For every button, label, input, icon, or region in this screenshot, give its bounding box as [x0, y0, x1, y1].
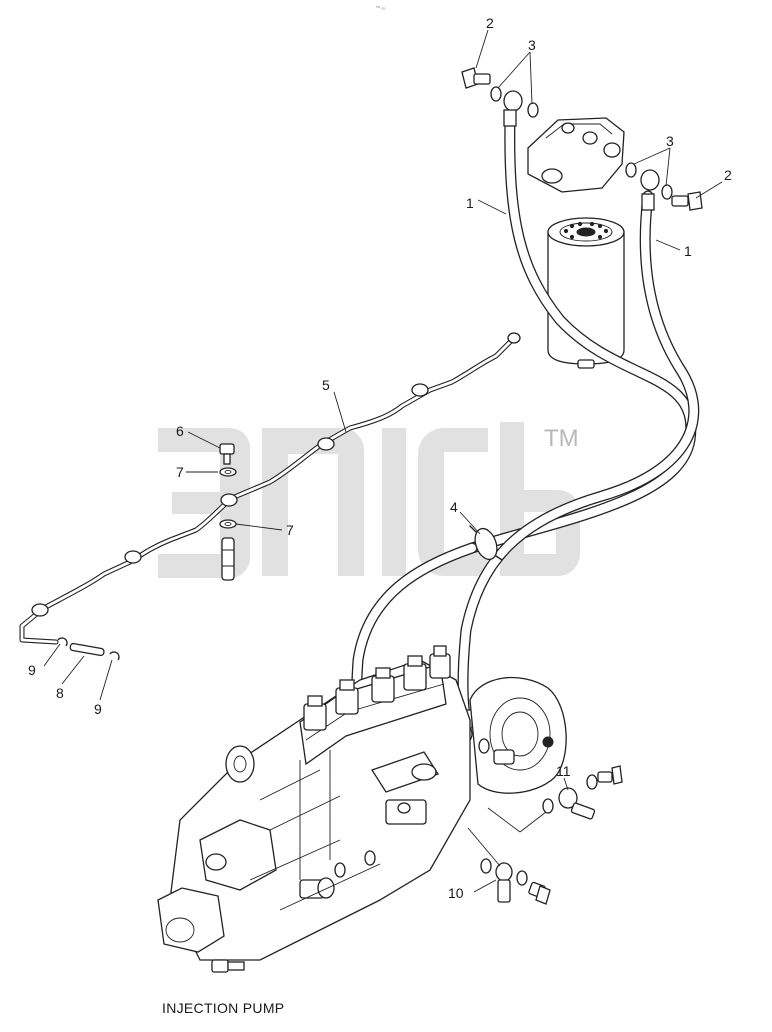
fuel-hose-left — [466, 112, 697, 554]
banjo-bolt-and-washers — [219, 443, 237, 581]
diagram-caption: INJECTION PUMP — [162, 1000, 284, 1016]
callout-2-top: 2 — [486, 15, 494, 31]
callout-7-upper: 7 — [176, 464, 184, 480]
fuel-hose-right — [457, 190, 700, 728]
callout-1-left: 1 — [466, 195, 474, 211]
banjo-fitting-11 — [542, 765, 623, 820]
leader-lines — [43, 29, 723, 893]
filter-outlet-fitting — [625, 162, 703, 211]
callout-2-right: 2 — [724, 167, 732, 183]
callout-11: 11 — [556, 763, 571, 779]
injection-pump-assembly — [157, 645, 567, 973]
overflow-hose-and-clips — [57, 637, 120, 661]
callout-labels: 2 3 3 2 1 1 4 5 6 7 7 9 8 9 10 11 — [28, 15, 732, 901]
banjo-fitting-10 — [480, 858, 551, 905]
callout-3-right: 3 — [666, 133, 674, 149]
callout-4: 4 — [450, 499, 458, 515]
callout-10: 10 — [448, 885, 464, 901]
callout-9-left: 9 — [28, 662, 36, 678]
callout-8: 8 — [56, 685, 64, 701]
callout-7-lower: 7 — [286, 522, 294, 538]
filter-inlet-fitting — [461, 67, 539, 118]
filter-head — [527, 117, 625, 193]
top-mark: ᵀᴹ ₀₀₀ — [376, 5, 386, 10]
callout-1-right: 1 — [684, 243, 692, 259]
hose-clamp — [469, 525, 503, 561]
callout-6: 6 — [176, 423, 184, 439]
watermark-trademark: TM — [544, 425, 579, 452]
leak-off-pipe — [19, 332, 521, 645]
callout-3-top: 3 — [528, 37, 536, 53]
callout-5: 5 — [322, 377, 330, 393]
callout-9-right: 9 — [94, 701, 102, 717]
